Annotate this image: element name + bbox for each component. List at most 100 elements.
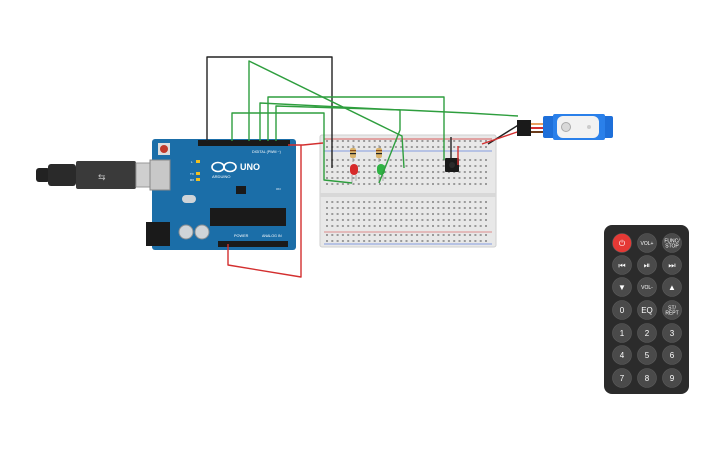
remote-button-vol-minus[interactable]: VOL- [637,277,657,297]
breadboard-hole [474,159,477,161]
remote-button-eq[interactable]: EQ [637,300,657,320]
breadboard-hole [363,140,366,142]
remote-button-four[interactable]: 4 [612,345,632,365]
remote-button-label: 7 [620,374,625,383]
remote-button-prev[interactable]: ⏮ [612,255,632,275]
remote-button-down[interactable]: ▼ [612,277,632,297]
remote-button-five[interactable]: 5 [637,345,657,365]
breadboard-hole [341,201,344,203]
breadboard-hole [389,213,392,215]
breadboard-hole [410,177,413,179]
breadboard-hole [469,171,472,173]
breadboard-hole [341,234,344,236]
breadboard-hole [326,213,328,215]
remote-button-play-pause[interactable]: ⏯ [637,255,657,275]
remote-button-one[interactable]: 1 [612,323,632,343]
breadboard-hole [485,207,487,209]
servo-motor[interactable] [517,114,613,140]
wire-red-top [288,142,324,146]
remote-button-eight[interactable]: 8 [637,368,657,388]
servo-horn[interactable] [557,116,599,138]
breadboard-hole [400,234,403,236]
breadboard-hole [331,240,334,242]
breadboard-hole [432,201,434,203]
breadboard-hole [326,219,328,221]
breadboard-hole [400,225,403,227]
remote-button-six[interactable]: 6 [662,345,682,365]
remote-button-up[interactable]: ▲ [662,277,682,297]
breadboard-hole [326,165,328,167]
remote-button-power[interactable]: ⏻ [612,233,632,253]
rx-label: RX [190,178,194,182]
breadboard-hole [389,171,392,173]
remote-button-three[interactable]: 3 [662,323,682,343]
breadboard-hole [432,219,434,221]
breadboard-hole [463,225,466,227]
resistor-2[interactable] [376,145,382,162]
remote-button-st-rept[interactable]: ST/REPT [662,300,682,320]
remote-button-seven[interactable]: 7 [612,368,632,388]
ir-receiver[interactable] [445,158,459,172]
power-icon: ⏻ [619,239,626,248]
breadboard-hole [453,183,456,185]
remote-button-func-stop[interactable]: FUNC/STOP [662,233,682,253]
breadboard-hole [394,171,397,173]
breadboard-hole [421,213,424,215]
breadboard-hole [485,146,487,148]
breadboard-hole [326,207,328,209]
breadboard-hole [400,146,403,148]
remote-button-zero[interactable]: 0 [612,300,632,320]
breadboard[interactable] [319,134,497,248]
breadboard-hole [347,240,350,242]
breadboard-hole [437,234,440,236]
breadboard-hole [352,213,355,215]
breadboard-hole [389,183,392,185]
breadboard-hole [416,183,419,185]
breadboard-hole [400,140,403,142]
breadboard-hole [405,177,408,179]
breadboard-hole [458,201,461,203]
breadboard-hole [410,201,413,203]
remote-button-next[interactable]: ⏭ [662,255,682,275]
breadboard-hole [352,234,355,236]
breadboard-hole [426,140,429,142]
breadboard-hole [474,219,477,221]
breadboard-hole [357,177,360,179]
remote-button-nine[interactable]: 9 [662,368,682,388]
breadboard-hole [432,165,434,167]
breadboard-hole [447,213,450,215]
arduino-board[interactable]: UNO ARDUINO DIGITAL (PWM ~) POWER ANALOG… [146,139,296,250]
power-header-label: POWER [234,234,249,238]
breadboard-hole [347,171,350,173]
breadboard-hole [447,219,450,221]
breadboard-hole [368,171,371,173]
remote-button-two[interactable]: 2 [637,323,657,343]
breadboard-hole [479,219,482,221]
led-red[interactable] [350,164,358,183]
resistor-1[interactable] [350,145,356,162]
breadboard-hole [368,219,371,221]
breadboard-hole [389,177,392,179]
breadboard-hole [394,225,397,227]
remote-button-label: 2 [645,329,650,338]
breadboard-hole [384,146,387,148]
breadboard-hole [458,183,461,185]
breadboard-hole [479,234,482,236]
breadboard-hole [432,207,434,209]
usb-cable-grip [48,164,76,186]
remote-button-vol-plus[interactable]: VOL+ [637,233,657,253]
breadboard-hole [485,201,487,203]
breadboard-hole [458,177,461,179]
breadboard-hole [442,234,445,236]
breadboard-hole [357,207,360,209]
breadboard-hole [347,213,350,215]
usb-cable-end [36,168,50,182]
breadboard-hole [479,140,482,142]
breadboard-hole [410,219,413,221]
breadboard-hole [432,213,434,215]
breadboard-hole [326,177,328,179]
breadboard-hole [326,140,328,142]
breadboard-hole [341,146,344,148]
breadboard-hole [357,234,360,236]
